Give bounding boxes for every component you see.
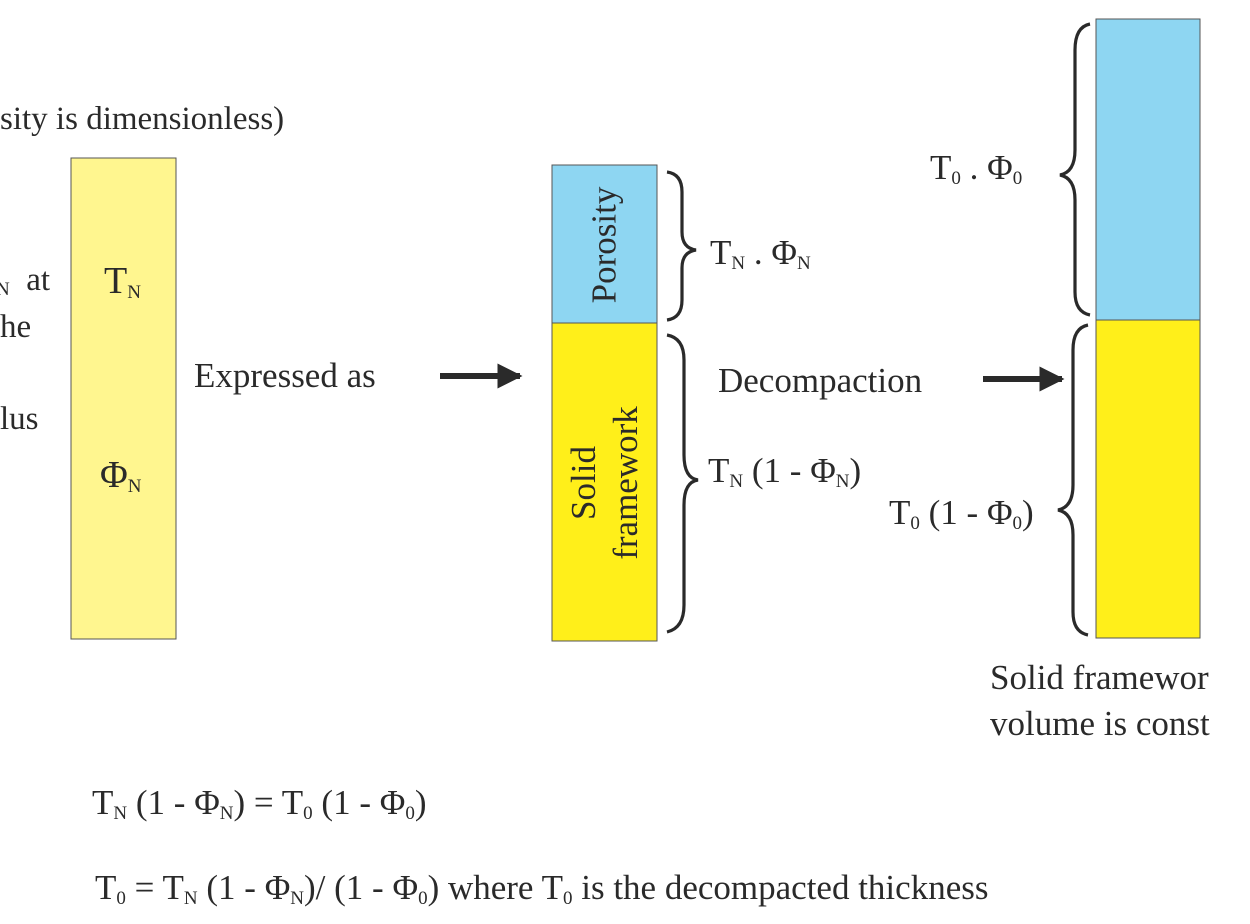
original-layer-column: [70, 157, 177, 640]
column-thickness-label: TN: [104, 260, 141, 303]
label-tn-solid: TN (1 - ΦN): [708, 451, 862, 492]
solid-framework-vertical-label: Solid framework: [564, 406, 645, 560]
expressed-as-label: Expressed as: [194, 356, 376, 395]
left-fragment-he: he: [0, 309, 32, 345]
solid-framework-box: [551, 322, 658, 642]
solid-volume-note-line1: Solid framewor: [990, 658, 1209, 697]
porosity-dimensionless-text: sity is dimensionless): [0, 101, 285, 137]
left-fragment-lus: lus: [0, 401, 39, 437]
decompacted-porosity-box: [1095, 18, 1201, 321]
brace-porosity: [666, 170, 697, 322]
porosity-vertical-label: Porosity: [584, 186, 624, 304]
brace-decompacted-solid: [1057, 323, 1089, 637]
decompacted-solid-box: [1095, 319, 1201, 639]
column-porosity-label: ΦN: [100, 454, 142, 497]
label-tn-phin: TN . ΦN: [710, 233, 811, 274]
equation-1: TN (1 - ΦN) = T0 (1 - Φ0): [92, 783, 427, 824]
label-t0-phi0: T0 . Φ0: [930, 148, 1023, 189]
porosity-box: [551, 164, 658, 324]
brace-decompacted-porosity: [1059, 22, 1091, 317]
solid-volume-note-line2: volume is const: [990, 704, 1210, 743]
left-fragment-at: N at: [0, 262, 51, 300]
brace-solid: [666, 333, 699, 634]
label-t0-solid: T0 (1 - Φ0): [889, 493, 1034, 534]
decompaction-label: Decompaction: [718, 361, 923, 400]
equation-2: T0 = TN (1 - ΦN)/ (1 - Φ0) where T0 is t…: [95, 868, 989, 909]
